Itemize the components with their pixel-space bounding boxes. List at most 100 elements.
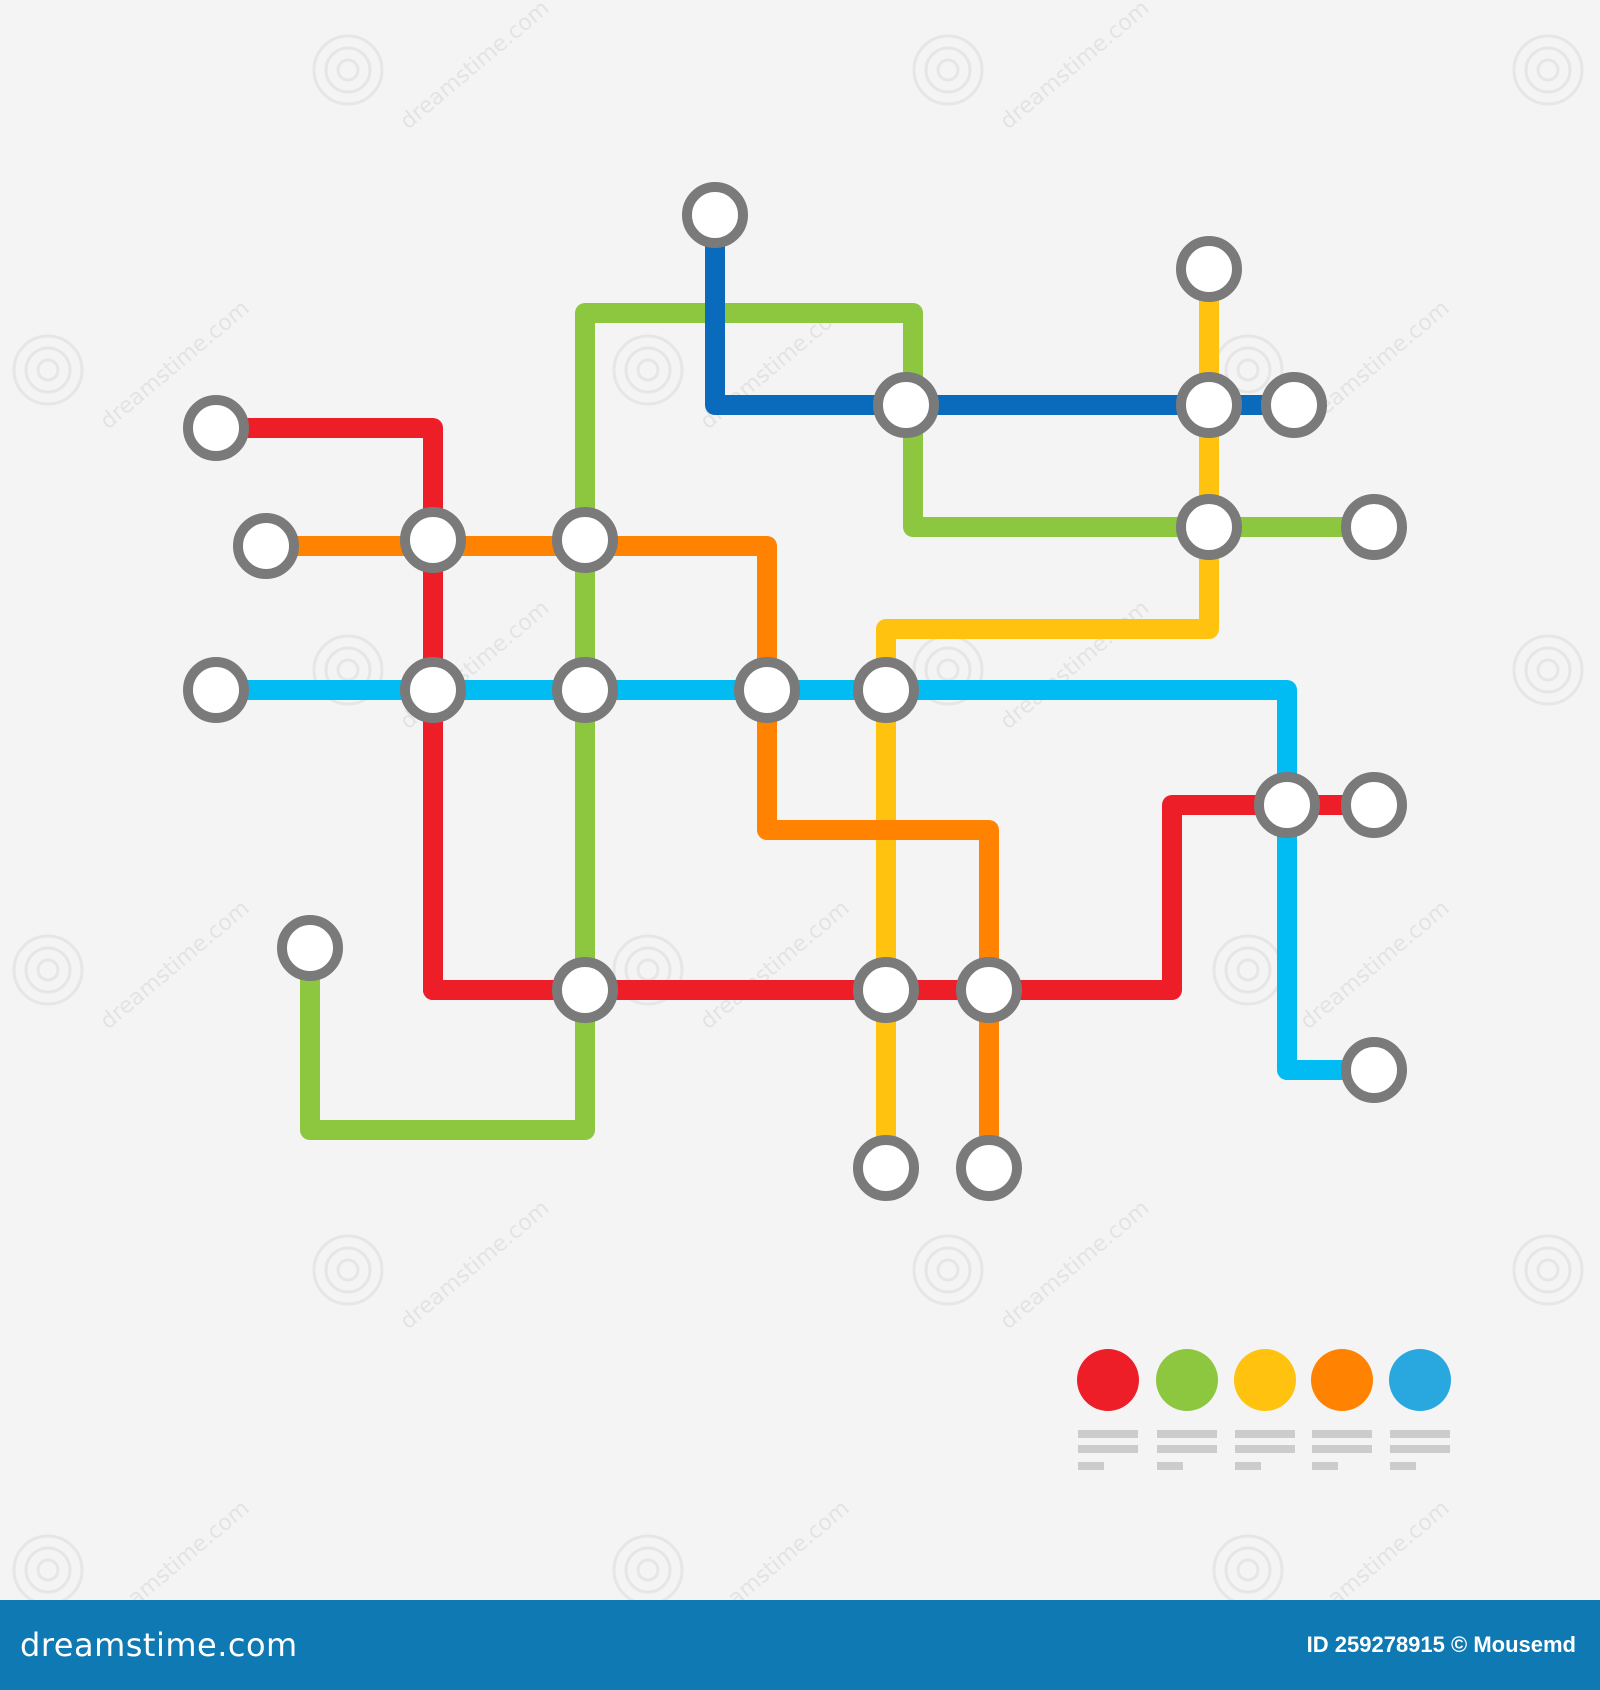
watermark-spiral [924,46,972,94]
watermark-text: dreamstime.com [696,896,855,1035]
station-marker [552,957,618,1023]
legend-swatch-orange [1311,1349,1373,1411]
watermark-spiral [1236,1558,1260,1582]
watermark-text: dreamstime.com [996,0,1155,135]
watermark-spiral [624,1546,672,1594]
watermark-spiral [612,1534,684,1600]
watermark-text: dreamstime.com [96,896,255,1035]
station-marker [1254,772,1320,838]
watermark-spiral [312,1234,384,1306]
watermark-spiral [936,1258,960,1282]
legend-placeholder-bar [1390,1462,1416,1470]
watermark-spiral [1536,658,1560,682]
station-marker [853,657,919,723]
watermark-text: dreamstime.com [1596,0,1600,135]
station-marker [873,372,939,438]
watermark-spiral [1524,46,1572,94]
watermark-spiral [36,358,60,382]
line-dark-blue [705,205,1302,415]
line-light-blue [206,680,1384,1080]
legend-placeholder-bar [1235,1430,1295,1438]
station-marker [552,507,618,573]
watermark-spiral [1512,634,1584,706]
legend-placeholder-bar [1390,1445,1450,1453]
footer-logo[interactable]: dreamstime.com [20,1626,298,1664]
watermark-text: dreamstime.com [1296,1496,1455,1600]
stations [183,182,1407,1201]
watermark-text: dreamstime.com [396,0,555,135]
legend-placeholder-bar [1157,1445,1217,1453]
watermark-spiral [24,946,72,994]
watermark-spiral [1524,1246,1572,1294]
watermark-spiral [1524,646,1572,694]
station-marker [233,513,299,579]
legend-placeholder-bar [1078,1445,1138,1453]
watermark-spiral [12,1534,84,1600]
watermark-spiral [12,934,84,1006]
station-marker [682,182,748,248]
watermark-spiral [324,46,372,94]
legend-swatch-blue [1389,1349,1451,1411]
legend-swatch-yellow [1234,1349,1296,1411]
watermark-spiral [1224,946,1272,994]
legend-placeholder-bar [1157,1430,1217,1438]
legend-placeholder-bar [1312,1445,1372,1453]
station-marker [734,657,800,723]
legend-placeholder-bar [1078,1430,1138,1438]
footer-bar: dreamstime.com ID 259278915 © Mousemd [0,1600,1600,1690]
station-marker [183,657,249,723]
watermark-spiral [1512,1234,1584,1306]
watermark-spiral [636,1558,660,1582]
watermark-spiral [936,58,960,82]
station-marker [400,507,466,573]
watermark-spiral [24,1546,72,1594]
watermark-spiral [36,958,60,982]
watermark-spiral [1512,34,1584,106]
watermark-text: dreamstime.com [1296,896,1455,1035]
watermark-spiral [324,1246,372,1294]
footer-image-id: ID 259278915 © Mousemd [1306,1632,1576,1657]
watermark-text: dreamstime.com [996,1196,1155,1335]
legend-swatch-green [1156,1349,1218,1411]
legend-placeholder-bar [1312,1462,1338,1470]
station-marker [277,915,343,981]
line-yellow [876,259,1219,1178]
watermark-spiral [1536,58,1560,82]
watermark-spiral [912,1234,984,1306]
watermark-spiral [1536,1258,1560,1282]
watermark-text: dreamstime.com [96,1496,255,1600]
station-marker [1176,236,1242,302]
station-marker [552,657,618,723]
line-green [300,303,1384,1140]
watermark-spiral [1212,934,1284,1006]
station-marker [1341,494,1407,560]
watermark-spiral [1212,1534,1284,1600]
watermark-spiral [312,34,384,106]
legend-placeholder-bar [1390,1430,1450,1438]
legend-placeholder-bar [1157,1462,1183,1470]
legend-placeholder-bar [1235,1462,1261,1470]
legend-placeholder-bar [1235,1445,1295,1453]
station-marker [400,657,466,723]
station-marker [853,957,919,1023]
legend-placeholder-bar [1312,1430,1372,1438]
watermark-text: dreamstime.com [1596,1196,1600,1335]
station-marker [956,957,1022,1023]
watermark-text: dreamstime.com [1596,596,1600,735]
watermark-text: dreamstime.com [696,1496,855,1600]
watermark-spiral [1236,358,1260,382]
station-marker [1176,494,1242,560]
watermark-spiral [336,658,360,682]
station-marker [1341,1037,1407,1103]
watermark-spiral [612,334,684,406]
metro-map: dreamstime.com dreamstime.com dreamstime.c… [12,0,1600,1600]
line-red [206,418,1384,1000]
watermark-spiral [924,1246,972,1294]
watermark-spiral [312,634,384,706]
watermark-spiral [1224,1546,1272,1594]
watermark-spiral [1224,346,1272,394]
watermark-spiral [636,958,660,982]
station-marker [1261,372,1327,438]
station-marker [1176,372,1242,438]
station-marker [956,1135,1022,1201]
